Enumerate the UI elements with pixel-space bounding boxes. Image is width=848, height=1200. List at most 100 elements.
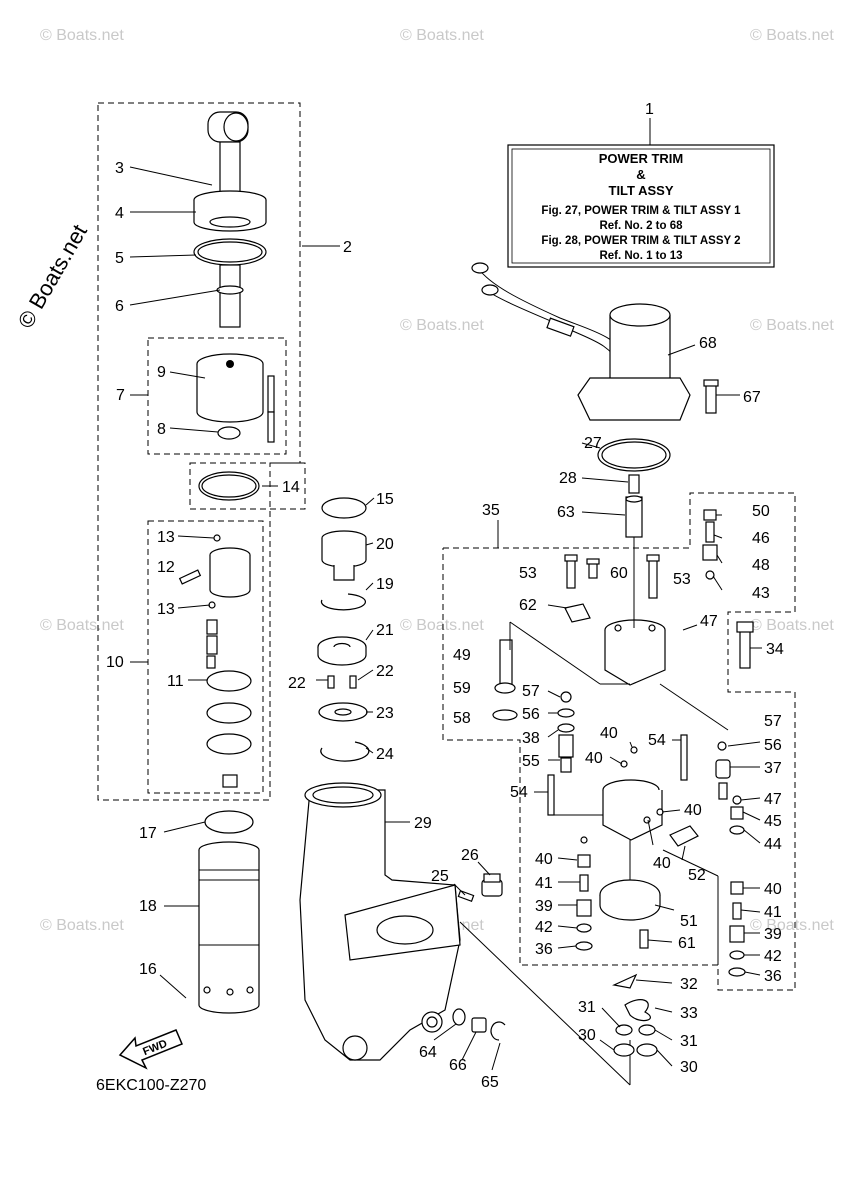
callout-42b: 42	[764, 948, 782, 965]
callout-3: 3	[115, 160, 124, 177]
callout-56: 56	[522, 706, 540, 723]
callout-42: 42	[535, 919, 553, 936]
callout-52: 52	[688, 867, 706, 884]
watermark: © Boats.net	[40, 27, 124, 44]
callout-14: 14	[282, 479, 300, 496]
watermark: © Boats.net	[400, 317, 484, 334]
callout-48: 48	[752, 557, 770, 574]
callout-65: 65	[481, 1074, 499, 1091]
callout-44: 44	[764, 836, 782, 853]
callout-45: 45	[764, 813, 782, 830]
callout-40f: 40	[764, 881, 782, 898]
callout-36b: 36	[764, 968, 782, 985]
callout-30b: 30	[680, 1059, 698, 1076]
callout-19: 19	[376, 576, 394, 593]
callout-25: 25	[431, 868, 449, 885]
callout-55: 55	[522, 753, 540, 770]
callouts: 2 3 4 5 6 7 8 9 10 11 12 13 13 14 15 16 …	[106, 160, 784, 1091]
callout-1: 1	[645, 101, 654, 118]
callout-57: 57	[522, 683, 540, 700]
group-boxes	[97, 102, 796, 991]
callout-9: 9	[157, 364, 166, 381]
callout-54b: 54	[510, 784, 528, 801]
callout-13: 13	[157, 529, 175, 546]
callout-40c: 40	[684, 802, 702, 819]
title-line2: &	[636, 167, 645, 182]
middle-parts	[299, 497, 631, 1086]
watermark: © Boats.net	[750, 317, 834, 334]
callout-30: 30	[578, 1027, 596, 1044]
watermark: © Boats.net	[40, 917, 124, 934]
callout-5: 5	[115, 250, 124, 267]
callout-32: 32	[680, 976, 698, 993]
callout-35: 35	[482, 502, 500, 519]
callout-41: 41	[535, 875, 553, 892]
callout-39b: 39	[764, 926, 782, 943]
callout-36: 36	[535, 941, 553, 958]
callout-11: 11	[167, 673, 184, 690]
callout-22: 22	[288, 675, 306, 692]
callout-10: 10	[106, 654, 124, 671]
title-line7: Ref. No. 1 to 13	[599, 250, 682, 262]
callout-13b: 13	[157, 601, 175, 618]
callout-58: 58	[453, 710, 471, 727]
callout-15: 15	[376, 491, 394, 508]
callout-47: 47	[700, 613, 718, 630]
callout-28: 28	[559, 470, 577, 487]
callout-38: 38	[522, 730, 540, 747]
callout-47b: 47	[764, 791, 782, 808]
callout-12: 12	[157, 559, 175, 576]
title-line4: Fig. 27, POWER TRIM & TILT ASSY 1	[541, 205, 741, 217]
callout-50: 50	[752, 503, 770, 520]
callout-39: 39	[535, 898, 553, 915]
callout-53b: 53	[673, 571, 691, 588]
callout-21: 21	[376, 622, 394, 639]
callout-40d: 40	[653, 855, 671, 872]
callout-40a: 40	[600, 725, 618, 742]
callout-26: 26	[461, 847, 479, 864]
callout-7: 7	[116, 387, 125, 404]
watermark: © Boats.net	[750, 617, 834, 634]
watermark: © Boats.net	[40, 617, 124, 634]
callout-22b: 22	[376, 663, 394, 680]
callout-31b: 31	[680, 1033, 698, 1050]
callout-16: 16	[139, 961, 157, 978]
callout-46: 46	[752, 530, 770, 547]
callout-67: 67	[743, 389, 761, 406]
callout-8: 8	[157, 421, 166, 438]
title-line3: TILT ASSY	[609, 183, 674, 198]
callout-40b: 40	[585, 750, 603, 767]
watermark-main: © Boats.net	[13, 220, 92, 332]
callout-63: 63	[557, 504, 575, 521]
callout-2: 2	[343, 239, 352, 256]
callout-31: 31	[578, 999, 596, 1016]
callout-37: 37	[764, 760, 782, 777]
title-box: POWER TRIM & TILT ASSY Fig. 27, POWER TR…	[507, 101, 775, 268]
callout-6: 6	[115, 298, 124, 315]
watermark: © Boats.net	[750, 27, 834, 44]
callout-24: 24	[376, 746, 394, 763]
watermark: © Boats.net	[750, 917, 834, 934]
fwd-arrow: FWD	[118, 1029, 183, 1070]
figure-code: 6EKC100-Z270	[96, 1077, 206, 1094]
callout-33: 33	[680, 1005, 698, 1022]
callout-60: 60	[610, 565, 628, 582]
callout-62: 62	[519, 597, 537, 614]
callout-29: 29	[414, 815, 432, 832]
motor-pump-parts	[471, 262, 762, 1067]
callout-20: 20	[376, 536, 394, 553]
callout-43: 43	[752, 585, 770, 602]
callout-27: 27	[584, 435, 602, 452]
callout-56b: 56	[764, 737, 782, 754]
callout-4: 4	[115, 205, 124, 222]
callout-17: 17	[139, 825, 157, 842]
callout-51: 51	[680, 913, 698, 930]
callout-18: 18	[139, 898, 157, 915]
title-line6: Fig. 28, POWER TRIM & TILT ASSY 2	[541, 235, 740, 247]
callout-23: 23	[376, 705, 394, 722]
callout-61: 61	[678, 935, 696, 952]
watermark: © Boats.net	[400, 27, 484, 44]
title-line1: POWER TRIM	[599, 151, 684, 166]
callout-49: 49	[453, 647, 471, 664]
